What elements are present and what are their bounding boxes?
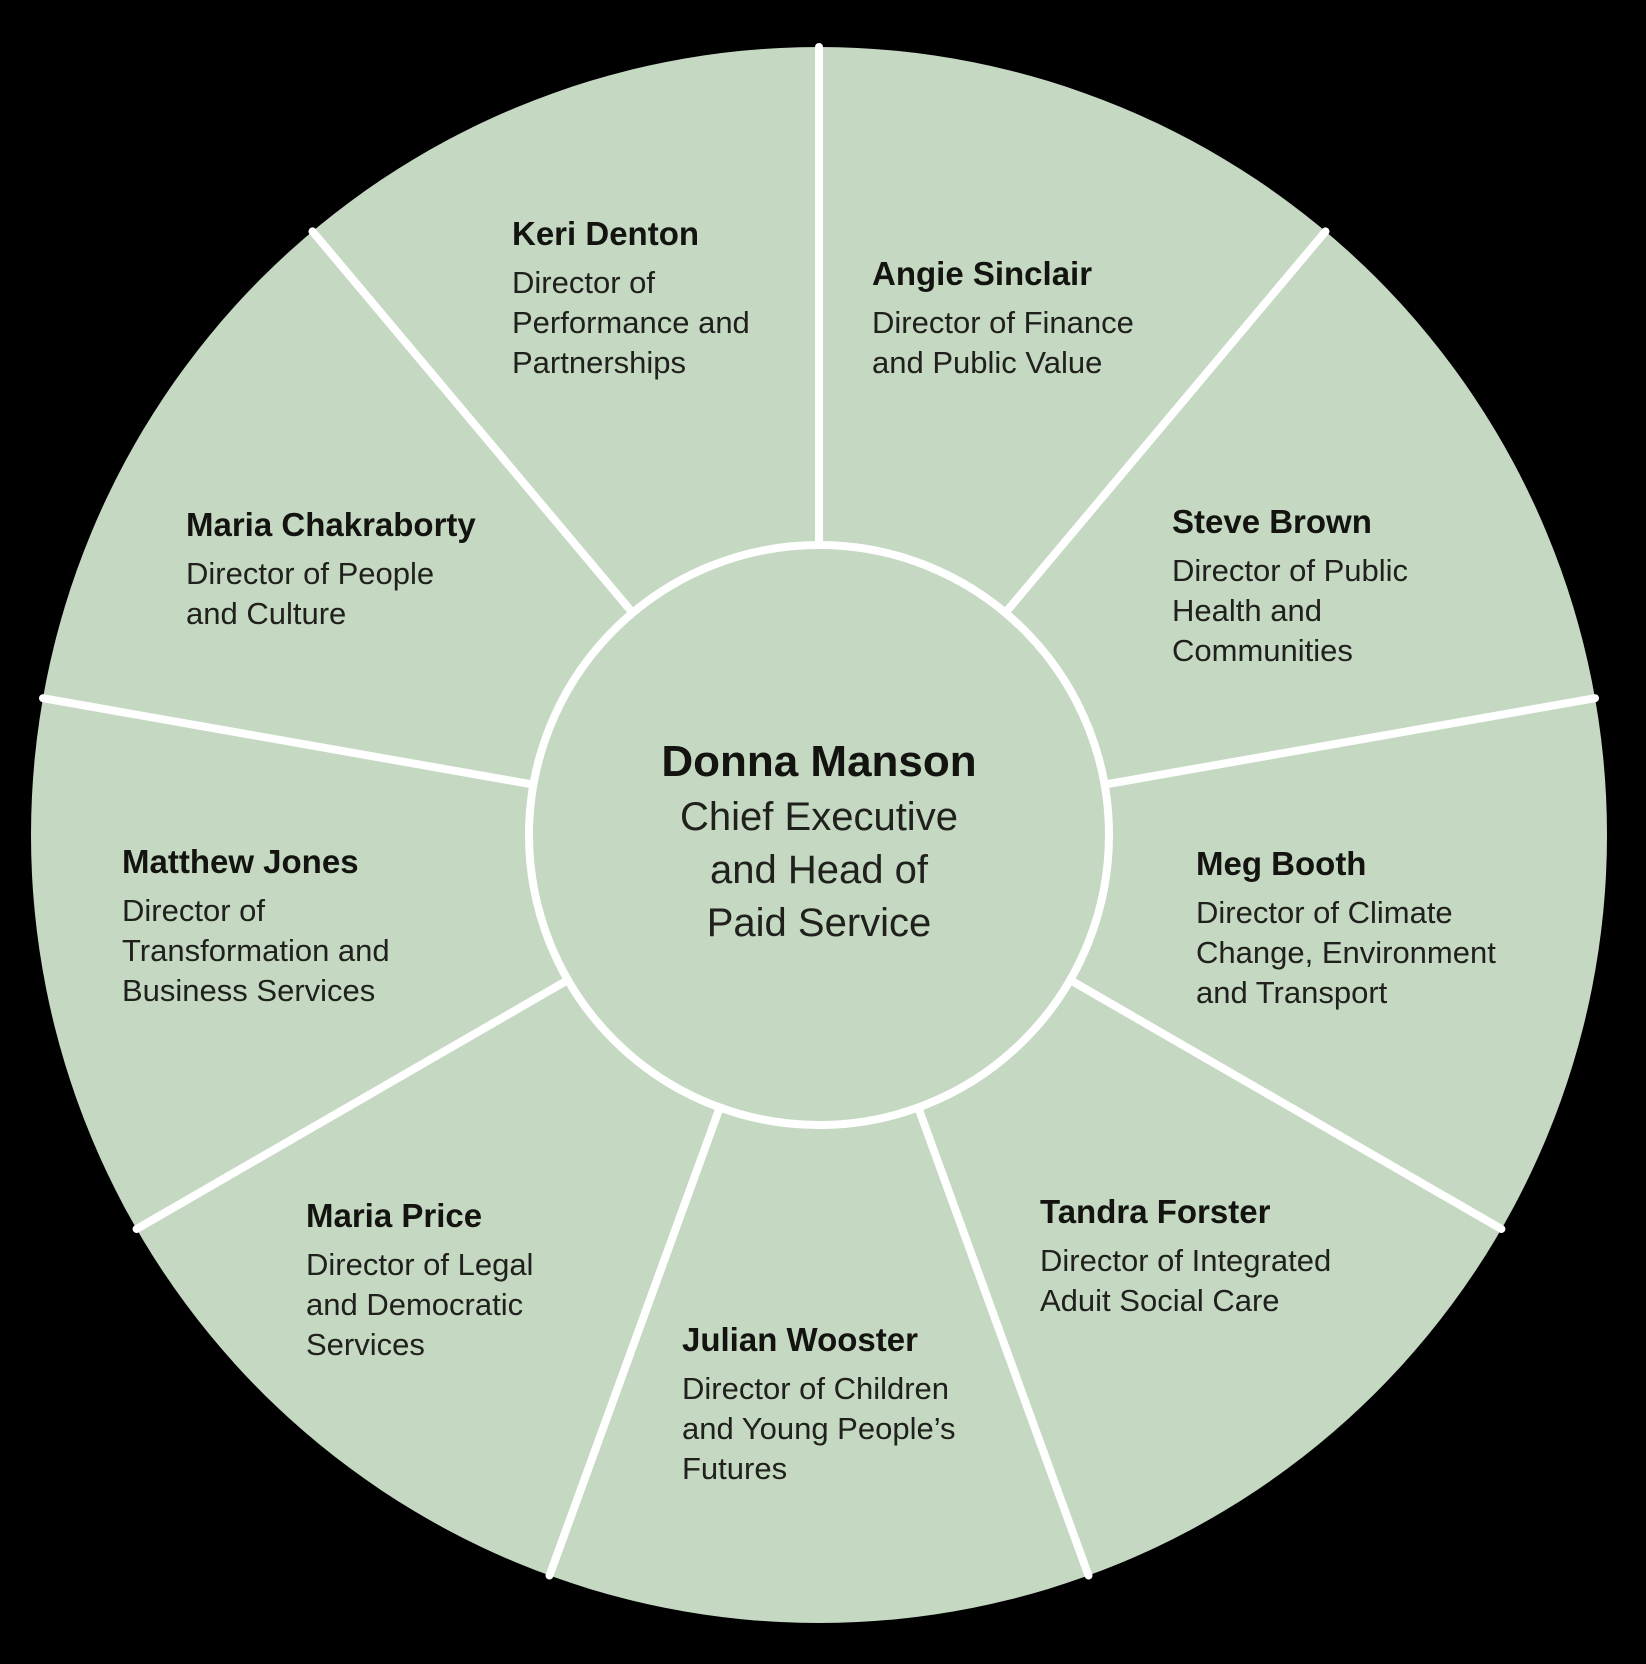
wheel-center-circle <box>525 541 1113 1129</box>
segment-dividers <box>39 43 1599 1580</box>
director-role-line: Communities <box>1172 633 1353 668</box>
director-role-line: Director of People <box>186 556 435 591</box>
director-name: Angie Sinclair <box>872 255 1093 292</box>
director-role-line: and Young People’s <box>682 1411 956 1446</box>
director-role-line: and Transport <box>1196 975 1388 1010</box>
director-role-line: and Democratic <box>306 1287 524 1322</box>
divider-320deg <box>308 227 637 617</box>
director-role-line: Performance and <box>512 305 750 340</box>
divider-200deg <box>545 1103 724 1580</box>
director-name: Maria Price <box>306 1197 483 1234</box>
director-role-line: Director of <box>122 893 265 928</box>
director-role-line: Director of Climate <box>1196 895 1453 930</box>
director-role-line: Futures <box>682 1451 788 1486</box>
director-name: Meg Booth <box>1196 845 1367 882</box>
chief-executive-role-line: Paid Service <box>706 901 932 945</box>
segment-keri-denton: Keri Denton Director of Performance and … <box>512 212 750 383</box>
divider-280deg <box>39 694 538 789</box>
segment-tandra-forster: Tandra Forster Director of Integrated Ad… <box>1040 1190 1331 1321</box>
divider-80deg <box>1100 694 1599 789</box>
segment-maria-chakraborty: Maria Chakraborty Director of People and… <box>186 503 476 634</box>
director-role-line: Director of <box>512 265 655 300</box>
director-role-line: Partnerships <box>512 345 687 380</box>
segment-angie-sinclair: Angie Sinclair Director of Finance and P… <box>872 252 1134 383</box>
director-name: Matthew Jones <box>122 843 359 880</box>
director-role-line: Director of Public <box>1172 553 1409 588</box>
segment-maria-price: Maria Price Director of Legal and Democr… <box>306 1194 533 1365</box>
director-role-line: and Public Value <box>872 345 1103 380</box>
segment-julian-wooster: Julian Wooster Director of Children and … <box>682 1318 956 1489</box>
director-name: Julian Wooster <box>682 1321 918 1358</box>
chief-executive-name: Donna Manson <box>661 737 977 786</box>
segment-steve-brown: Steve Brown Director of Public Health an… <box>1172 500 1408 671</box>
segment-meg-booth: Meg Booth Director of Climate Change, En… <box>1196 842 1496 1013</box>
segment-matthew-jones: Matthew Jones Director of Transformation… <box>122 840 390 1011</box>
director-role-line: Aduit Social Care <box>1040 1283 1280 1318</box>
divider-160deg <box>914 1103 1093 1580</box>
director-name: Tandra Forster <box>1040 1193 1271 1230</box>
center-chief-executive: Donna Manson Chief Executive and Head of… <box>519 733 1119 950</box>
divider-240deg <box>132 976 572 1233</box>
director-role-line: and Culture <box>186 596 347 631</box>
director-role-line: Director of Children <box>682 1371 950 1406</box>
director-name: Maria Chakraborty <box>186 506 476 543</box>
director-role-line: Director of Finance <box>872 305 1134 340</box>
divider-40deg <box>1001 227 1330 617</box>
director-role-line: Transformation and <box>122 933 390 968</box>
director-name: Steve Brown <box>1172 503 1372 540</box>
director-role-line: Services <box>306 1327 425 1362</box>
director-role-line: Business Services <box>122 973 376 1008</box>
chief-executive-role-line: Chief Executive <box>680 795 958 839</box>
director-role-line: Director of Integrated <box>1040 1243 1332 1278</box>
director-role-line: Director of Legal <box>306 1247 534 1282</box>
divider-120deg <box>1066 976 1506 1233</box>
director-name: Keri Denton <box>512 215 700 252</box>
chief-executive-role-line: and Head of <box>710 848 928 892</box>
director-role-line: Health and <box>1172 593 1322 628</box>
director-role-line: Change, Environment <box>1196 935 1496 970</box>
